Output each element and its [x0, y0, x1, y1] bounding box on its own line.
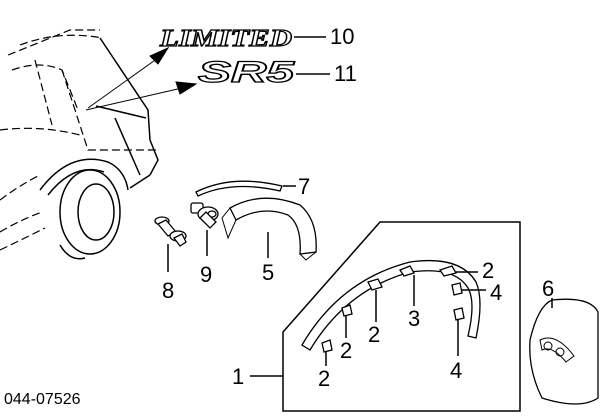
inset-frame: [282, 221, 521, 412]
callout-5: 5: [262, 260, 274, 285]
grommet-part: [190, 202, 219, 229]
limited-emblem: LIMITED: [159, 26, 292, 52]
callout-2-d: 2: [482, 258, 494, 283]
sr5-emblem: SR5: [198, 56, 296, 89]
callout-11: 11: [334, 61, 357, 86]
mud-flap-part: [529, 298, 599, 405]
fender-liner-part: [301, 259, 481, 353]
emblem-leader-arrows: [85, 46, 198, 111]
callout-2-a: 2: [318, 366, 330, 391]
arch-strip-part: [195, 180, 283, 197]
callout-2-b: 2: [340, 338, 352, 363]
callout-10: 10: [330, 24, 354, 49]
wheel-arch-molding-part: [221, 197, 317, 261]
callout-2-c: 2: [368, 322, 380, 347]
callout-8: 9: [200, 262, 212, 287]
callout-4-a: 4: [490, 280, 502, 305]
callout-9: 6: [542, 276, 554, 301]
callout-6: 7: [298, 174, 310, 199]
vehicle-rear-outline: [0, 29, 160, 260]
inset-leaders: [325, 271, 486, 366]
drawing-code: 044-07526: [4, 391, 81, 408]
callout-3: 3: [408, 306, 420, 331]
clip-part: [154, 216, 187, 247]
callout-7: 8: [162, 278, 174, 303]
callout-4-b: 4: [450, 358, 462, 383]
callout-1: 1: [232, 364, 244, 389]
